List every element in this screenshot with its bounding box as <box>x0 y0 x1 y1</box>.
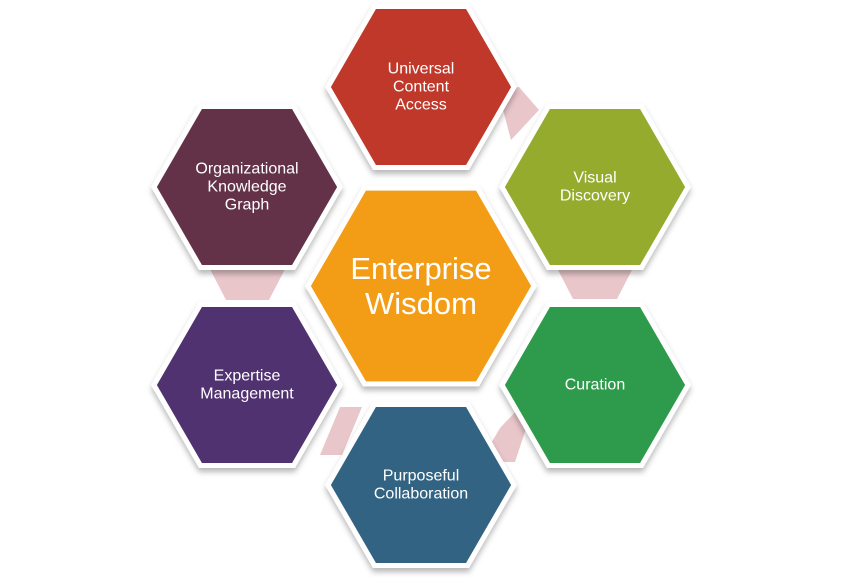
hex-universal-content-access-shape <box>325 4 517 170</box>
connector-band <box>210 269 285 300</box>
hex-expertise-management-shape <box>151 302 343 468</box>
hex-curation-label-line: Curation <box>565 377 625 394</box>
hex-organizational-knowledge-graph-label-line: Organizational <box>195 161 298 178</box>
hex-expertise-management-label-line: Expertise <box>214 368 281 385</box>
connector-band <box>557 268 633 299</box>
hex-purposeful-collaboration-label-line: Purposeful <box>383 468 460 485</box>
hex-visual-discovery-label-line: Discovery <box>560 188 630 205</box>
hex-universal-content-access-label-line: Content <box>393 79 450 96</box>
hex-purposeful-collaboration-label-line: Collaboration <box>374 486 468 503</box>
hex-universal-content-access-label-line: Universal <box>388 61 455 78</box>
hex-enterprise-wisdom-center-label-line: Wisdom <box>365 286 477 321</box>
hex-enterprise-wisdom-center-shape <box>305 185 537 387</box>
connector-layer <box>210 87 633 462</box>
hex-organizational-knowledge-graph-shape <box>151 104 343 270</box>
hex-organizational-knowledge-graph-label-line: Knowledge <box>207 179 286 196</box>
hex-universal-content-access-label-line: Access <box>395 97 447 114</box>
hex-visual-discovery-label-line: Visual <box>573 170 616 187</box>
connector-band <box>320 407 362 455</box>
hex-organizational-knowledge-graph-label-line: Graph <box>225 197 269 214</box>
hex-purposeful-collaboration-shape <box>325 402 517 568</box>
hexagon-layer: UniversalContentAccessVisualDiscoveryCur… <box>151 4 691 568</box>
hex-expertise-management-label-line: Management <box>200 386 294 403</box>
hex-enterprise-wisdom-center-label-line: Enterprise <box>350 251 491 286</box>
hex-curation: Curation <box>499 302 691 468</box>
hex-visual-discovery-shape <box>499 104 691 270</box>
hex-curation-shape <box>499 302 691 468</box>
